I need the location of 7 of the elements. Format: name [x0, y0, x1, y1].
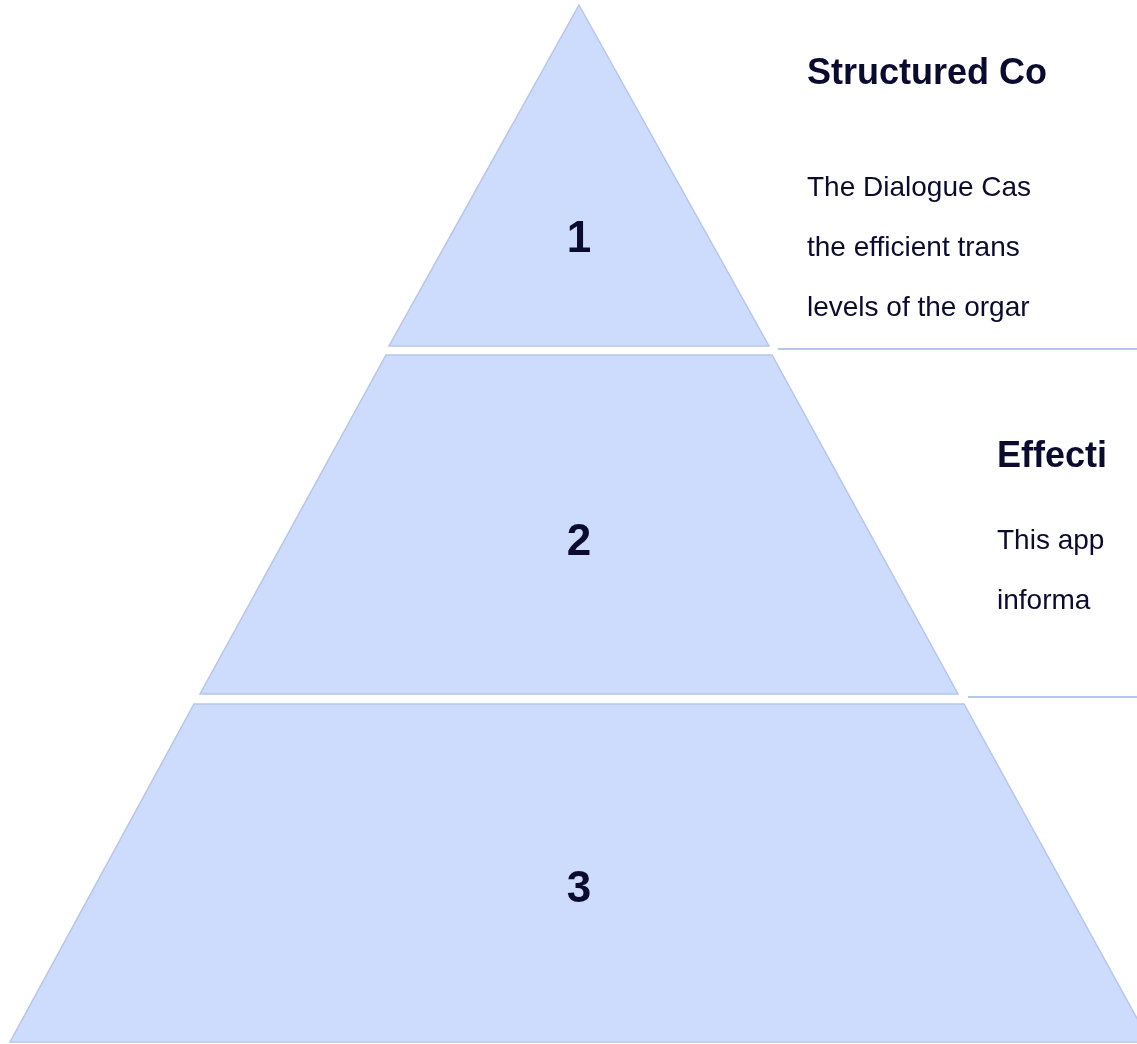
tier-heading: Structured Co: [807, 50, 1047, 94]
tier-description: The Dialogue Cas the efficient trans levels of the orgar: [807, 170, 1033, 324]
tier-description: This app informa: [997, 523, 1106, 617]
tier-number: 3: [566, 865, 592, 909]
tier-number: 1: [566, 215, 592, 259]
tier-heading: Effecti: [997, 433, 1108, 477]
tier-number: 2: [566, 518, 592, 562]
